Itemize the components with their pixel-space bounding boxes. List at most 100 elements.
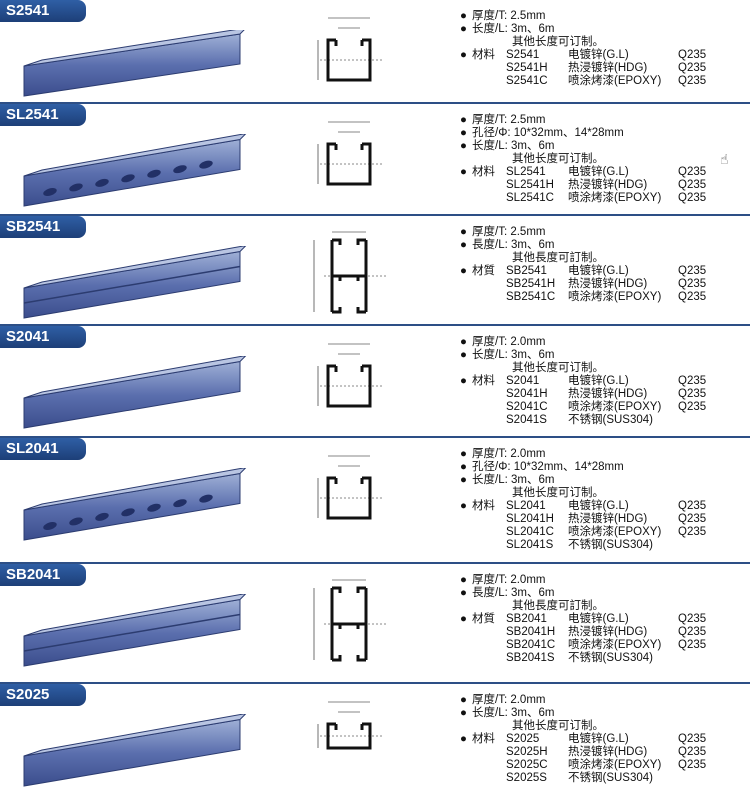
material-code: SL2041S [506,539,554,551]
row-divider [0,102,750,104]
custom-length-note: 其他长度可订制。 [512,487,604,499]
material-desc: 喷涂烤漆(EPOXY) [568,291,662,303]
bullet-icon: ● [460,114,467,126]
product-photo [20,27,250,106]
product-row: SL2041●厚度/T: 2.0mm●孔径/Φ: 10*32mm、14*28mm… [0,436,750,562]
cross-section-drawing [317,455,382,520]
material-grade: Q235 [678,626,707,638]
material-grade: Q235 [678,192,707,204]
hand-cursor-icon: ☝ [720,152,729,168]
spec-text: 长度/L: 3m、6m [472,707,555,719]
material-code: SB2041 [506,613,547,625]
material-code: SB2541H [506,278,556,290]
channel-photo [23,244,248,319]
spec-line: ●孔径/Φ: 10*32mm、14*28mm [460,461,718,474]
material-label [460,526,506,539]
spec-line: ●厚度/T: 2.5mm [460,226,718,239]
material-grade: Q235 [678,401,707,413]
custom-length-note: 其他长度可订制。 [512,153,604,165]
material-label [460,75,506,88]
channel-photo [23,132,248,207]
material-code: SL2041 [506,500,546,512]
material-code: S2025H [506,746,548,758]
cross-section-drawing [317,701,382,750]
material-grade: Q235 [678,639,707,651]
material-code: S2041S [506,414,547,426]
material-code: SB2541 [506,265,547,277]
dimension-drawing [270,220,440,328]
material-label [460,539,506,552]
spec-line: ●长度/L: 3m、6m [460,140,718,153]
bullet-icon: ● [460,23,467,35]
spec-line: ●厚度/T: 2.0mm [460,336,718,349]
product-photo [20,712,250,796]
product-code-tab: SL2541 [0,104,86,126]
material-label [460,388,506,401]
bullet-icon: ● [460,239,467,251]
material-heading: 材料 [472,500,495,512]
product-code-tab: SB2041 [0,564,86,586]
material-label [460,759,506,772]
material-grade: Q235 [678,375,707,387]
material-heading: 材質 [472,265,495,277]
material-desc: 热浸镀锌(HDG) [568,746,648,758]
channel-photo [23,592,248,667]
material-desc: 电镀锌(G.L) [568,613,629,625]
spec-line: ●孔径/Φ: 10*32mm、14*28mm [460,127,718,140]
material-code: S2041C [506,401,548,413]
spec-text: 長度/L: 3m、6m [472,587,555,599]
channel-photo [23,354,248,429]
material-code: S2541C [506,75,548,87]
material-desc: 热浸镀锌(HDG) [568,626,648,638]
material-heading: 材料 [472,733,495,745]
material-desc: 电镀锌(G.L) [568,166,629,178]
material-grade: Q235 [678,75,707,87]
bullet-icon: ● [460,474,467,486]
dimension-drawing [270,568,440,676]
dimension-drawing [270,4,440,112]
material-label [460,626,506,639]
product-code-tab: S2541 [0,0,86,22]
material-label: ●材質 [460,613,506,626]
spec-text: 孔径/Φ: 10*32mm、14*28mm [472,127,624,139]
material-code: SB2041H [506,626,556,638]
spec-line: ●厚度/T: 2.0mm [460,448,718,461]
cross-section-drawing [313,579,388,662]
material-grade: Q235 [678,179,707,191]
product-code-tab: S2025 [0,684,86,706]
spec-line: ●厚度/T: 2.0mm [460,694,718,707]
spec-line: ●长度/L: 3m、6m [460,23,718,36]
material-code: SL2041C [506,526,554,538]
bullet-icon: ● [460,166,467,178]
bullet-icon: ● [460,226,467,238]
product-photo [20,592,250,676]
material-code: S2041H [506,388,548,400]
spec-text: 孔径/Φ: 10*32mm、14*28mm [472,461,624,473]
custom-length-note: 其他長度可訂制。 [512,252,604,264]
dimension-drawing [270,330,440,438]
material-desc: 电镀锌(G.L) [568,733,629,745]
material-desc: 喷涂烤漆(EPOXY) [568,759,662,771]
material-grade: Q235 [678,62,707,74]
bullet-icon: ● [460,587,467,599]
material-label [460,639,506,652]
custom-length-note: 其他长度可订制。 [512,362,604,374]
material-grade: Q235 [678,388,707,400]
material-label [460,401,506,414]
material-code: S2041 [506,375,540,387]
spec-text: 長度/L: 3m、6m [472,239,555,251]
material-label: ●材料 [460,166,506,179]
